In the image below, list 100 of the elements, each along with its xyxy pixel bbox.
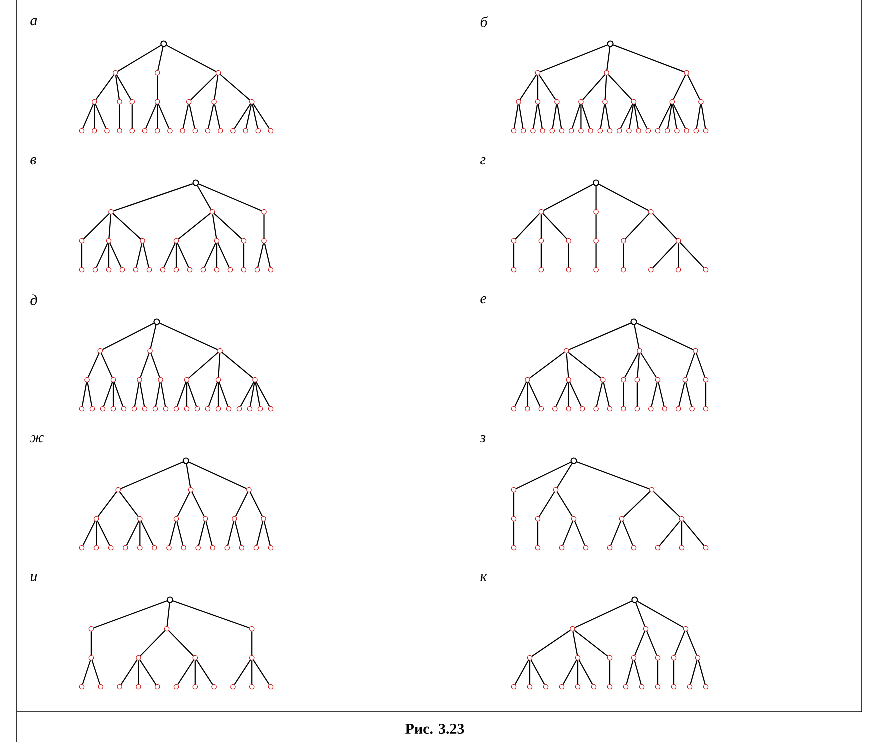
- tree-edge: [623, 382, 624, 406]
- tree-edge: [530, 352, 565, 379]
- tree-node: [142, 128, 148, 134]
- tree-node: [254, 267, 260, 273]
- tree-node: [254, 545, 260, 551]
- tree-node: [224, 545, 230, 551]
- tree-edge: [94, 104, 96, 128]
- tree-node: [130, 128, 136, 134]
- tree-edge: [103, 382, 114, 407]
- tree-node: [164, 626, 170, 632]
- panel-letter: в: [30, 157, 36, 165]
- tree-edge: [533, 104, 538, 128]
- tree-edge: [678, 244, 680, 268]
- tree-node: [117, 684, 122, 690]
- tree-edge: [234, 521, 242, 546]
- tree-edge: [690, 660, 698, 685]
- tree-node: [230, 128, 236, 134]
- tree-node: [511, 267, 517, 273]
- tree-edge: [515, 214, 540, 240]
- tree-edge: [598, 184, 650, 212]
- tree-node: [268, 128, 274, 134]
- tree-node: [676, 406, 682, 412]
- tree-node: [136, 684, 142, 690]
- tree-edge: [246, 104, 252, 129]
- tree-edge: [258, 243, 264, 268]
- tree-node: [187, 267, 193, 273]
- tree-edge: [514, 382, 528, 407]
- tree-edge: [256, 521, 264, 546]
- tree-node: [98, 348, 104, 354]
- tree-edge: [596, 186, 597, 210]
- tree-edge: [658, 104, 672, 129]
- tree-edge: [582, 74, 606, 100]
- tree-node: [648, 267, 654, 273]
- tree-edge: [160, 322, 218, 350]
- tree-edge: [208, 104, 214, 129]
- tree-edge: [568, 352, 602, 379]
- tree-node: [566, 377, 572, 383]
- tree-edge: [264, 243, 271, 268]
- tree-edge: [168, 630, 194, 656]
- tree-node: [146, 267, 152, 273]
- tree-edge: [186, 382, 188, 406]
- tree-node: [88, 626, 94, 632]
- tree-edge: [566, 354, 570, 378]
- tree-node: [671, 655, 677, 661]
- tree-node: [703, 406, 709, 412]
- tree-edge: [255, 382, 261, 406]
- tree-edge: [626, 660, 634, 685]
- tree-node: [525, 377, 530, 383]
- tree-edge: [234, 104, 252, 130]
- tree-edge: [204, 243, 216, 268]
- tree-node: [200, 267, 206, 273]
- tree-edge: [538, 492, 556, 518]
- tree-edge: [82, 521, 96, 546]
- tree-node: [192, 128, 198, 134]
- root-node: [154, 318, 160, 326]
- tree-node: [130, 99, 136, 105]
- tree-node: [94, 516, 100, 522]
- tree-node: [154, 128, 160, 134]
- tree-edge: [114, 382, 124, 407]
- tree-edge: [218, 354, 221, 378]
- tree-edge: [264, 214, 265, 238]
- tree-edge: [673, 75, 686, 100]
- tree-edge: [198, 521, 206, 546]
- tree-edge: [234, 660, 252, 686]
- tree-edge: [634, 631, 646, 656]
- tree-edge: [705, 382, 707, 406]
- tree-edge: [222, 352, 254, 379]
- tree-edge: [95, 104, 107, 129]
- tree-node: [607, 684, 613, 690]
- tree-edge: [177, 243, 190, 268]
- tree-edge: [574, 521, 586, 546]
- tree-node: [110, 406, 116, 412]
- tree-node: [154, 70, 160, 76]
- panel-letter: б: [480, 16, 488, 28]
- tree-node: [84, 377, 90, 383]
- tree-edge: [636, 602, 646, 627]
- tree-node: [607, 655, 613, 661]
- tree-edge: [537, 522, 539, 546]
- tree-node: [616, 128, 622, 134]
- tree-edge: [243, 244, 245, 268]
- tree-node: [570, 626, 576, 632]
- tree-node: [535, 70, 541, 76]
- tree-node: [634, 377, 640, 383]
- tree-edge: [155, 382, 161, 406]
- tree-node: [703, 377, 709, 383]
- tree-edge: [605, 104, 610, 128]
- tree-edge: [132, 104, 133, 128]
- tree-node: [174, 684, 180, 690]
- tree-edge: [169, 521, 176, 546]
- tree-node: [79, 406, 85, 412]
- tree-node: [163, 406, 169, 412]
- tree-node: [262, 238, 267, 244]
- tree-edge: [110, 243, 122, 268]
- tree-edge: [518, 104, 524, 128]
- tree-node: [132, 406, 138, 412]
- tree-edge: [177, 660, 194, 686]
- tree-edge: [146, 104, 158, 129]
- tree-node: [594, 406, 599, 412]
- tree-edge: [158, 47, 164, 71]
- tree-node: [230, 684, 236, 690]
